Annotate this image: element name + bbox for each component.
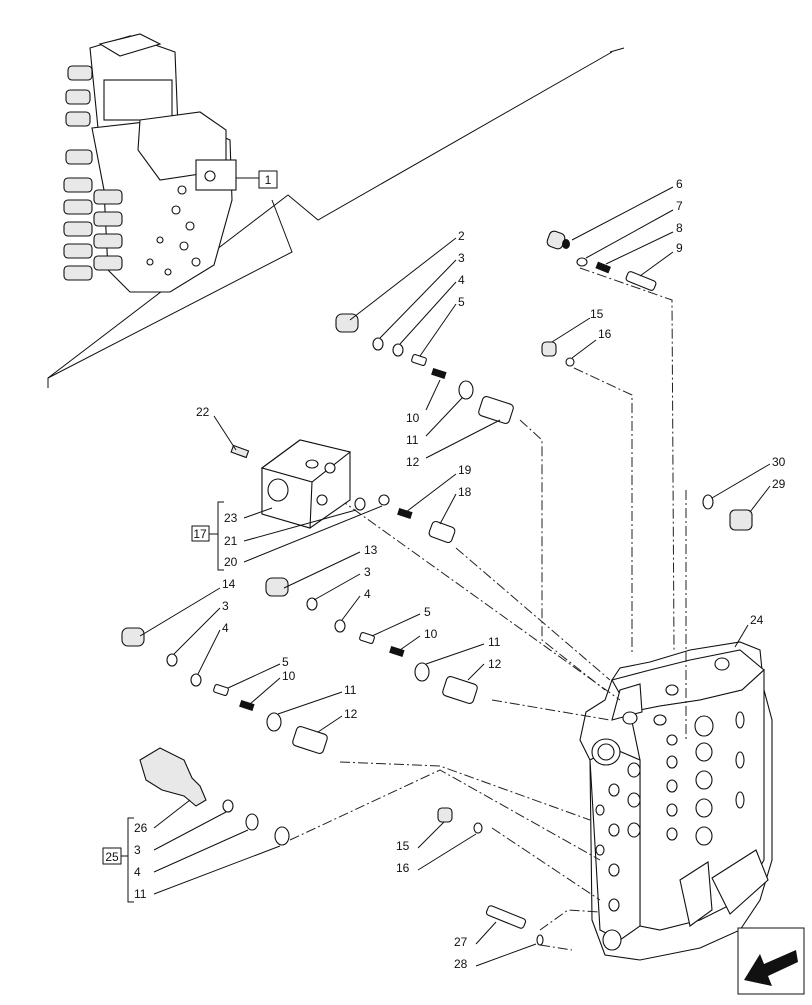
callout-30: 30 [772,455,786,469]
valve-group-25: 25 26 3 4 11 [102,747,290,903]
callout-26: 26 [134,821,148,835]
solenoid-stack-upper [65,65,93,127]
callout-3-a: 3 [458,251,465,265]
callout-20: 20 [224,555,238,569]
callout-28: 28 [454,957,468,971]
callout-15-upper: 15 [590,307,604,321]
plug-group-13: 13 3 4 5 10 11 12 [265,543,502,704]
callout-4-c: 4 [222,621,229,635]
callout-25: 25 [105,850,119,864]
callout-12-b: 12 [488,657,502,671]
callout-16-upper: 16 [598,327,612,341]
callout-10-c: 10 [282,669,296,683]
callout-11-c: 11 [344,683,357,697]
callout-12-c: 12 [344,707,358,721]
callout-27: 27 [454,935,468,949]
callout-4-a: 4 [458,273,465,287]
port-holes [591,657,745,951]
callout-15-lower: 15 [396,839,410,853]
callout-9: 9 [676,241,683,255]
callout-17: 17 [193,527,207,541]
callout-4-b: 4 [364,587,371,601]
plug-group-6-9: 6 7 8 9 [546,177,683,291]
centerlines [289,267,687,951]
callout-2: 2 [458,229,465,243]
callout-5-b: 5 [424,605,431,619]
bolt-group-27-28: 27 28 [454,905,544,971]
callout-23: 23 [224,511,238,525]
callout-11-b: 11 [488,635,501,649]
solenoid-stack-lower [63,149,123,281]
callout-box-1 [258,170,278,189]
callout-4-d: 4 [134,865,141,879]
plug-group-29-30: 30 29 [702,455,786,531]
callout-24: 24 [750,613,764,627]
callout-16-lower: 16 [396,861,410,875]
callout-3-d: 3 [134,843,141,857]
callout-10-b: 10 [424,627,438,641]
callout-29: 29 [772,477,786,491]
view-direction-arrow-icon [737,927,805,995]
callout-19: 19 [458,463,472,477]
callout-1: 1 [265,173,272,187]
callout-7: 7 [676,199,683,213]
callout-22: 22 [196,405,210,419]
callout-3-b: 3 [364,565,371,579]
block-group-17: 22 19 18 17 23 21 20 [191,405,472,571]
inset-valve-assembly: 1 [47,33,625,388]
callout-5-a: 5 [458,295,465,309]
plug-group-14: 14 3 4 5 10 11 12 [121,577,358,754]
callout-14: 14 [222,577,236,591]
callout-18: 18 [458,485,472,499]
callout-6: 6 [676,177,683,191]
callout-13: 13 [364,543,378,557]
callout-5-c: 5 [282,655,289,669]
valve-section-24: 24 [579,613,773,961]
callout-8: 8 [676,221,683,235]
callout-11-d: 11 [134,887,147,901]
callout-10-a: 10 [406,411,420,425]
plug-group-15-16-lower: 15 16 [396,807,483,875]
callout-3-c: 3 [222,599,229,613]
plug-group-15-16-upper: 15 16 [541,307,612,367]
callout-12-a: 12 [406,455,420,469]
inset-ports [146,185,201,276]
callout-11-a: 11 [406,433,419,447]
callout-21: 21 [224,534,238,548]
plug-group-2-12: 2 3 4 5 10 11 12 [335,229,514,469]
